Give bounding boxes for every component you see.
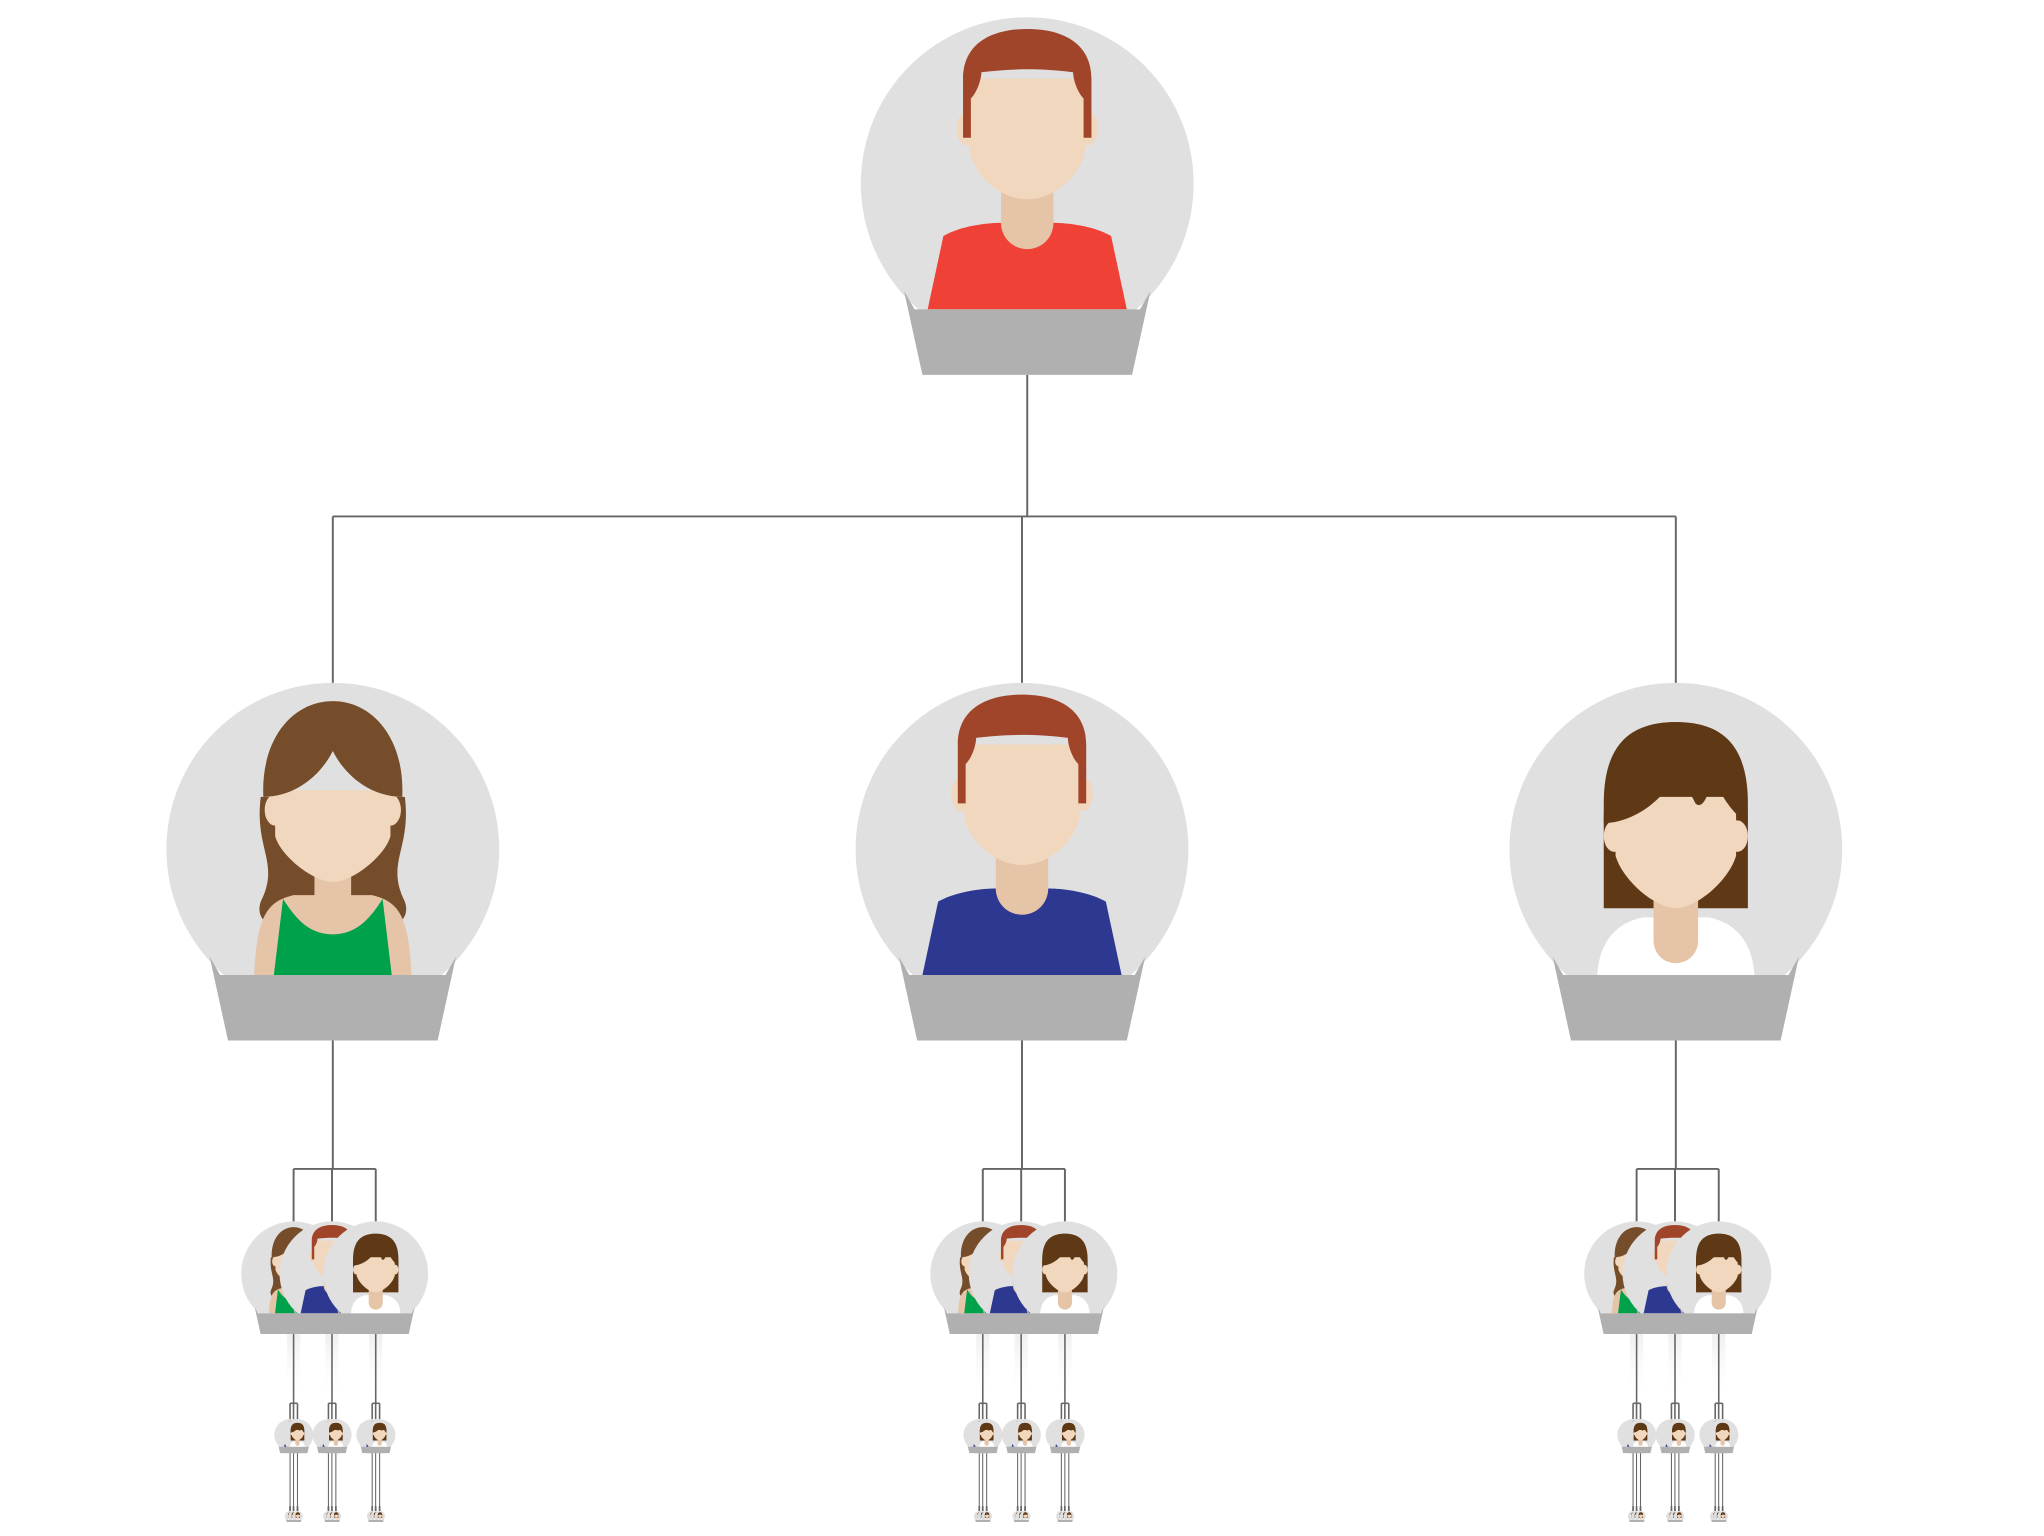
- female-bob-hair-white-top-avatar-icon: [328, 1422, 344, 1447]
- name-plate: [1013, 1445, 1037, 1454]
- org-node-1-3[interactable]: [323, 1221, 429, 1335]
- female-bob-hair-white-top-avatar-icon: [372, 1422, 388, 1447]
- name-plate: [285, 1445, 310, 1454]
- male-blue-shirt-avatar-icon: [922, 694, 1122, 976]
- name-plate: [898, 956, 1146, 1041]
- name-plate: [376, 1519, 384, 1522]
- org-node-3-3[interactable]: [1666, 1221, 1772, 1335]
- name-plate: [1552, 956, 1799, 1041]
- female-bob-hair-white-top-avatar-icon: [1040, 1233, 1090, 1314]
- female-wavy-hair-green-top-avatar-icon: [254, 701, 412, 976]
- female-bob-hair-white-top-avatar-icon: [1671, 1422, 1687, 1447]
- org-node-3-3-3-3[interactable]: [1718, 1511, 1728, 1522]
- org-node-2-2-3[interactable]: [1009, 1419, 1041, 1454]
- org-node-1-1-3-3[interactable]: [292, 1511, 303, 1522]
- name-plate: [1628, 1445, 1653, 1454]
- connector-lines: [286, 374, 1726, 1512]
- female-bob-hair-white-top-avatar-icon: [1676, 1512, 1682, 1520]
- name-plate: [1719, 1519, 1727, 1522]
- org-node-1-2-3[interactable]: [320, 1419, 352, 1454]
- org-node-2-2-3-3[interactable]: [1020, 1511, 1031, 1522]
- female-bob-hair-white-top-avatar-icon: [1720, 1512, 1726, 1520]
- org-node-2-3-3-3[interactable]: [1064, 1511, 1075, 1522]
- org-node-1-3-3[interactable]: [363, 1419, 396, 1454]
- female-bob-hair-white-top-avatar-icon: [350, 1233, 401, 1314]
- name-plate: [1065, 1519, 1073, 1522]
- org-node-3-2-3-3[interactable]: [1674, 1511, 1685, 1522]
- name-plate: [324, 1445, 348, 1454]
- name-plate: [1675, 1519, 1683, 1522]
- org-node-1-1-3[interactable]: [281, 1419, 314, 1454]
- female-bob-hair-white-top-avatar-icon: [295, 1512, 301, 1520]
- female-bob-hair-white-top-avatar-icon: [984, 1512, 990, 1520]
- org-node-1-3-3-3[interactable]: [374, 1511, 385, 1522]
- female-bob-hair-white-top-avatar-icon: [1693, 1233, 1744, 1314]
- female-bob-hair-white-top-avatar-icon: [1715, 1422, 1731, 1447]
- name-plate: [1667, 1445, 1691, 1454]
- female-bob-hair-white-top-avatar-icon: [1017, 1422, 1033, 1447]
- org-node-3-3-3[interactable]: [1706, 1419, 1739, 1454]
- root-node[interactable]: [860, 17, 1194, 375]
- name-plate: [983, 1519, 991, 1522]
- org-node-2[interactable]: [855, 682, 1189, 1041]
- name-plate: [974, 1445, 999, 1454]
- female-bob-hair-white-top-avatar-icon: [377, 1512, 383, 1520]
- female-bob-hair-white-top-avatar-icon: [1023, 1512, 1028, 1520]
- name-plate: [332, 1519, 340, 1522]
- name-plate: [1057, 1445, 1081, 1454]
- female-bob-hair-white-top-avatar-icon: [1066, 1512, 1072, 1520]
- female-bob-hair-white-top-avatar-icon: [290, 1422, 305, 1447]
- name-plate: [209, 956, 456, 1041]
- female-bob-hair-white-top-avatar-icon: [979, 1422, 995, 1447]
- org-node-3-1-3-3[interactable]: [1635, 1511, 1646, 1522]
- org-node-1[interactable]: [166, 682, 500, 1041]
- org-node-2-3-3[interactable]: [1052, 1419, 1085, 1454]
- org-nodes: [166, 17, 1843, 1522]
- name-plate: [1679, 1307, 1758, 1335]
- name-plate: [1637, 1519, 1645, 1522]
- male-red-shirt-avatar-icon: [927, 29, 1127, 310]
- org-node-3-2-3[interactable]: [1663, 1419, 1695, 1454]
- name-plate: [1710, 1445, 1735, 1454]
- female-bob-hair-white-top-avatar-icon: [1638, 1512, 1644, 1520]
- org-node-1-2-3-3[interactable]: [331, 1511, 342, 1522]
- name-plate: [904, 291, 1151, 375]
- name-plate: [336, 1307, 415, 1335]
- org-node-2-3[interactable]: [1012, 1221, 1118, 1335]
- org-node-3[interactable]: [1509, 682, 1843, 1041]
- female-bob-hair-white-top-avatar-icon: [1597, 722, 1755, 976]
- name-plate: [294, 1519, 302, 1522]
- org-node-2-1-3[interactable]: [970, 1419, 1003, 1454]
- female-bob-hair-white-top-avatar-icon: [1061, 1422, 1077, 1447]
- name-plate: [367, 1445, 392, 1454]
- name-plate: [1021, 1519, 1030, 1522]
- org-node-2-1-3-3[interactable]: [982, 1511, 993, 1522]
- female-bob-hair-white-top-avatar-icon: [1633, 1422, 1648, 1447]
- female-bob-hair-white-top-avatar-icon: [333, 1512, 339, 1520]
- org-node-3-1-3[interactable]: [1624, 1419, 1657, 1454]
- name-plate: [1026, 1307, 1104, 1335]
